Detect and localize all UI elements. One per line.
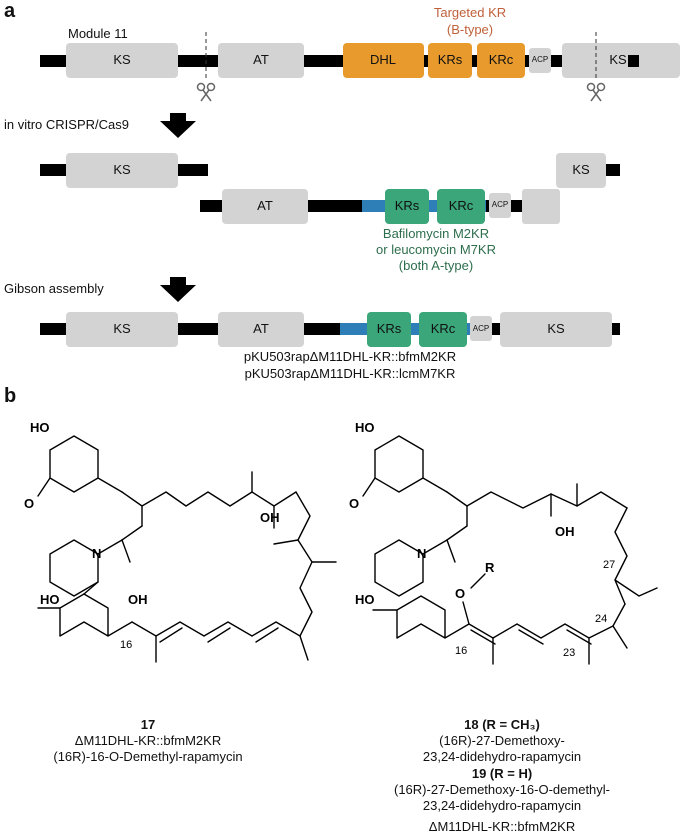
ks-domain-1	[66, 43, 178, 78]
atom-o: O	[455, 586, 465, 601]
krc-domain-donor	[437, 189, 485, 224]
krc-domain-native	[477, 43, 525, 78]
donor-line3: (both A-type)	[398, 258, 474, 273]
compound-18-name-1: (16R)-27-Demethoxy-	[439, 733, 565, 748]
step-crispr: in vitro CRISPR/Cas9	[4, 117, 129, 132]
krc-domain-assembled	[419, 312, 467, 347]
plasmid-name-1: pKU503rapΔM11DHL-KR::bfmM2KR	[243, 349, 457, 364]
ks-domain-2	[562, 43, 680, 78]
ks-overlap	[522, 189, 560, 224]
compound-19-name-2: 23,24-didehydro-rapamycin	[422, 798, 582, 813]
compound-17-construct: ΔM11DHL-KR::bfmM2KR	[74, 733, 222, 748]
krs-domain-native	[428, 43, 472, 78]
ks-label: KS	[572, 162, 590, 177]
compound-19-name-1: (16R)-27-Demethoxy-16-O-demethyl-	[393, 782, 611, 797]
donor-line1: Bafilomycin M2KR	[382, 226, 490, 241]
ks-domain-assembled-1	[66, 312, 178, 347]
krs-label: KRs	[394, 198, 420, 213]
krs-domain-assembled	[367, 312, 411, 347]
at-domain-1	[218, 43, 304, 78]
donor-line2: or leucomycin M7KR	[376, 242, 496, 257]
compound-17-name: (16R)-16-O-Demethyl-rapamycin	[53, 749, 243, 764]
step-gibson: Gibson assembly	[4, 281, 104, 296]
krc-label: KRc	[488, 52, 514, 67]
dhl-domain	[343, 43, 424, 78]
atom-ho: HO	[40, 592, 60, 607]
compound-17-number: 17	[140, 717, 156, 732]
atom-ho: HO	[355, 592, 375, 607]
krc-label: KRc	[430, 321, 456, 336]
acp-label: ACP	[472, 324, 490, 333]
compound-19-number: 19 (R = H)	[471, 766, 533, 781]
panel-label-a: a	[4, 0, 16, 22]
ks-domain-assembled-2	[500, 312, 612, 347]
panel-label-b: b	[4, 385, 17, 407]
at-domain-assembled	[218, 312, 304, 347]
at-label: AT	[257, 198, 273, 213]
module-label: Module 11	[68, 26, 128, 41]
atom-oh: OH	[260, 510, 280, 525]
atom-number-16: 16	[455, 645, 467, 657]
atom-n: N	[92, 546, 101, 561]
acp-label: ACP	[531, 55, 549, 64]
targeted-kr-title: Targeted KR	[433, 5, 507, 20]
atom-o: O	[349, 496, 359, 511]
krc-label: KRc	[448, 198, 474, 213]
atom-number-16: 16	[120, 639, 132, 651]
ks-label: KS	[113, 162, 131, 177]
ks-label: KS	[609, 52, 627, 67]
at-label: AT	[253, 321, 269, 336]
atom-ho: HO	[30, 420, 50, 435]
process-arrow-2	[160, 277, 196, 302]
ks-fragment-left	[66, 153, 178, 188]
compound-18-19-construct: ΔM11DHL-KR::bfmM2KR	[428, 819, 576, 834]
acp-domain-donor	[489, 193, 511, 218]
atom-o: O	[24, 496, 34, 511]
krs-label: KRs	[437, 52, 463, 67]
atom-number-23: 23	[563, 647, 575, 659]
targeted-kr-type: (B-type)	[446, 22, 494, 37]
ks-label: KS	[113, 321, 131, 336]
atom-n: N	[417, 546, 426, 561]
at-domain-donor	[222, 189, 308, 224]
structure-18: HO O N OH HO O R 16 23 24 27	[349, 420, 658, 665]
compound-18-name-2: 23,24-didehydro-rapamycin	[422, 749, 582, 764]
krs-domain-donor	[385, 189, 429, 224]
plasmid-name-2: pKU503rapΔM11DHL-KR::lcmM7KR	[244, 366, 456, 381]
atom-oh: OH	[128, 592, 148, 607]
ks-label: KS	[113, 52, 131, 67]
acp-label: ACP	[491, 200, 509, 209]
acp-domain-1	[529, 48, 551, 73]
ks-fragment-right	[556, 153, 606, 188]
at-label: AT	[253, 52, 269, 67]
structure-17: HO O N OH HO OH 16	[24, 420, 337, 663]
ks-label: KS	[547, 321, 565, 336]
scissors-icon	[586, 82, 606, 102]
gene-scheme	[40, 32, 680, 347]
acp-domain-assembled	[470, 316, 492, 341]
krs-label: KRs	[376, 321, 402, 336]
scissors-icon	[196, 82, 216, 102]
compound-18-number: 18 (R = CH₃)	[464, 717, 540, 732]
atom-oh: OH	[555, 524, 575, 539]
atom-number-27: 27	[603, 559, 615, 571]
atom-r: R	[485, 560, 495, 575]
dhl-label: DHL	[369, 52, 397, 67]
atom-ho: HO	[355, 420, 375, 435]
process-arrow-1	[160, 113, 196, 138]
atom-number-24: 24	[595, 613, 607, 625]
